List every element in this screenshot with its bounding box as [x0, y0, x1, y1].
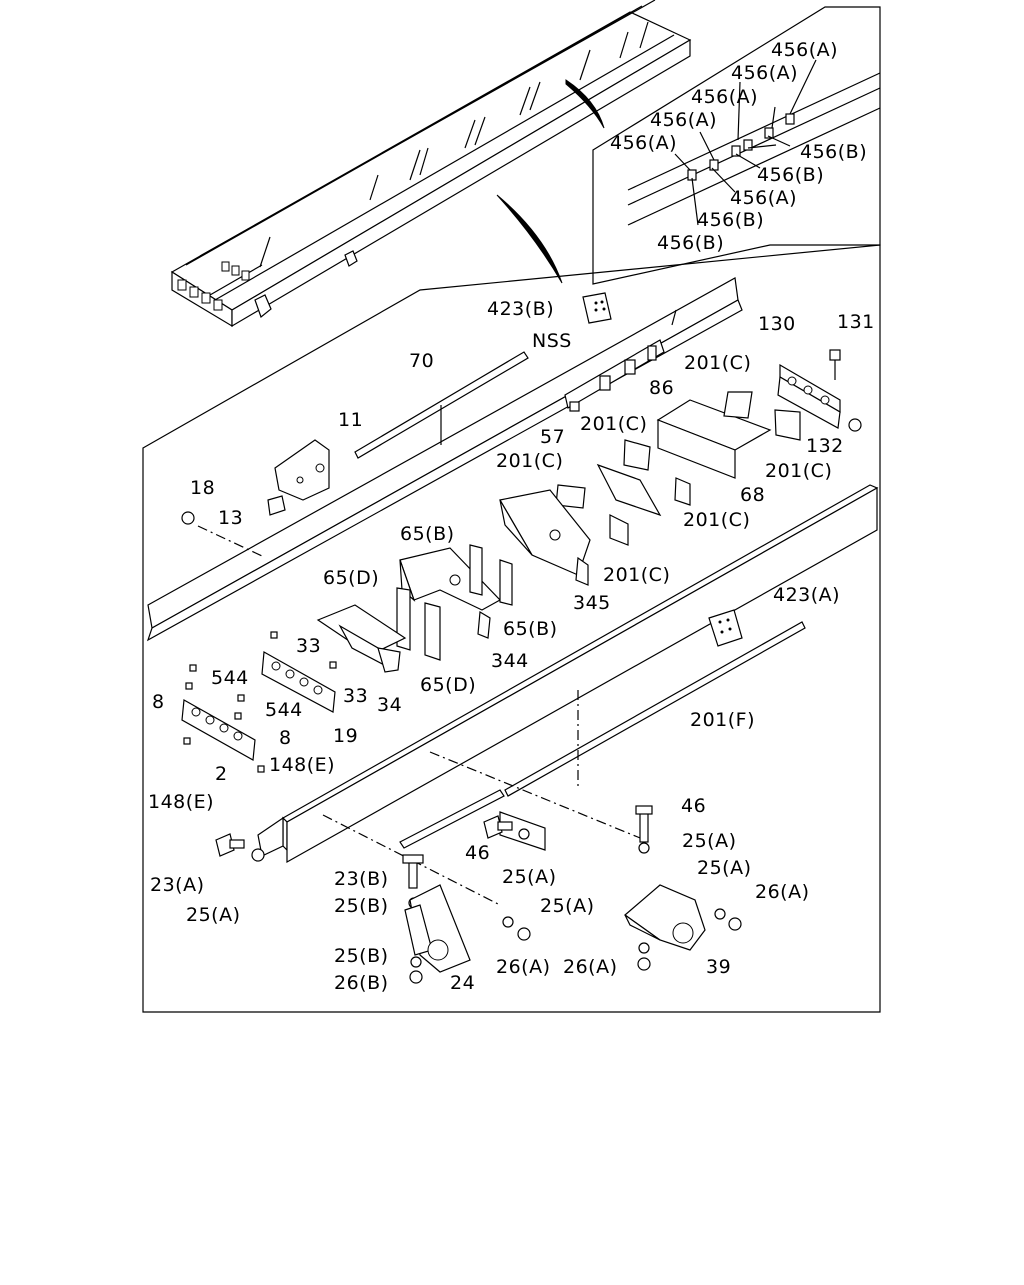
lower-side-rail	[257, 484, 879, 906]
label-25a-3: 25(A)	[502, 866, 557, 888]
label-25a-2: 25(A)	[697, 857, 752, 879]
chassis-overview	[170, 0, 692, 328]
hardware	[215, 805, 742, 984]
label-201c-4: 201(C)	[765, 460, 833, 482]
label-345: 345	[573, 592, 611, 614]
label-34: 34	[377, 694, 403, 716]
label-13: 13	[218, 507, 244, 529]
label-423b: 423(B)	[487, 298, 555, 320]
label-148e-2: 148(E)	[148, 791, 215, 813]
label-456a-2: 456(A)	[731, 62, 799, 84]
label-70: 70	[409, 350, 435, 372]
label-423a: 423(A)	[773, 584, 841, 606]
label-456a-1: 456(A)	[771, 39, 839, 61]
label-26a-1: 26(A)	[755, 881, 810, 903]
label-nss: NSS	[532, 330, 572, 352]
crossmembers	[181, 349, 862, 773]
spring-hanger-39	[624, 884, 706, 951]
label-26a-2: 26(A)	[496, 956, 551, 978]
label-2: 2	[215, 763, 228, 785]
label-57: 57	[540, 426, 566, 448]
label-456a-6: 456(A)	[730, 187, 798, 209]
label-456b-1: 456(B)	[800, 141, 868, 163]
callout-curve-detail	[565, 79, 605, 129]
label-456b-4: 456(B)	[657, 232, 725, 254]
label-25a-1: 25(A)	[682, 830, 737, 852]
label-201f: 201(F)	[690, 709, 756, 731]
label-65d-2: 65(D)	[420, 674, 477, 696]
label-456a-3: 456(A)	[691, 86, 759, 108]
label-65d-1: 65(D)	[323, 567, 380, 589]
label-39: 39	[706, 956, 732, 978]
label-25a-4: 25(A)	[186, 904, 241, 926]
label-456a-4: 456(A)	[650, 109, 718, 131]
label-68: 68	[740, 484, 766, 506]
label-8-1: 8	[152, 691, 165, 713]
exploded-view-border	[142, 244, 881, 1013]
label-23a: 23(A)	[150, 874, 205, 896]
bracket-11	[274, 439, 330, 501]
label-8-2: 8	[279, 727, 292, 749]
spring-hanger-24	[404, 884, 471, 973]
label-25b-1: 25(B)	[334, 895, 389, 917]
label-11: 11	[338, 409, 364, 431]
label-33-2: 33	[343, 685, 369, 707]
label-33-1: 33	[296, 635, 322, 657]
label-26a-3: 26(A)	[563, 956, 618, 978]
label-65b-1: 65(B)	[400, 523, 455, 545]
label-148e-1: 148(E)	[269, 754, 336, 776]
label-201c-2: 201(C)	[580, 413, 648, 435]
label-130: 130	[758, 313, 796, 335]
label-19: 19	[333, 725, 359, 747]
label-26b: 26(B)	[334, 972, 389, 994]
label-456a-5: 456(A)	[610, 132, 678, 154]
detail-rail	[627, 59, 881, 226]
label-86: 86	[649, 377, 675, 399]
detail-inset-border	[592, 6, 881, 285]
label-201c-3: 201(C)	[496, 450, 564, 472]
label-46-2: 46	[465, 842, 491, 864]
callout-curve-main	[496, 194, 563, 284]
label-24: 24	[450, 972, 476, 994]
label-23b: 23(B)	[334, 868, 389, 890]
label-456b-2: 456(B)	[757, 164, 825, 186]
label-132: 132	[806, 435, 844, 457]
label-131: 131	[837, 311, 875, 333]
label-544-2: 544	[265, 699, 303, 721]
upper-side-rail	[146, 277, 743, 642]
label-18: 18	[190, 477, 216, 499]
label-544-1: 544	[211, 667, 249, 689]
label-25b-2: 25(B)	[334, 945, 389, 967]
label-46-1: 46	[681, 795, 707, 817]
label-201c-5: 201(C)	[683, 509, 751, 531]
label-25a-5: 25(A)	[540, 895, 595, 917]
label-344: 344	[491, 650, 529, 672]
label-65b-2: 65(B)	[503, 618, 558, 640]
label-201c-1: 201(C)	[684, 352, 752, 374]
label-201c-6: 201(C)	[603, 564, 671, 586]
label-456b-3: 456(B)	[697, 209, 765, 231]
